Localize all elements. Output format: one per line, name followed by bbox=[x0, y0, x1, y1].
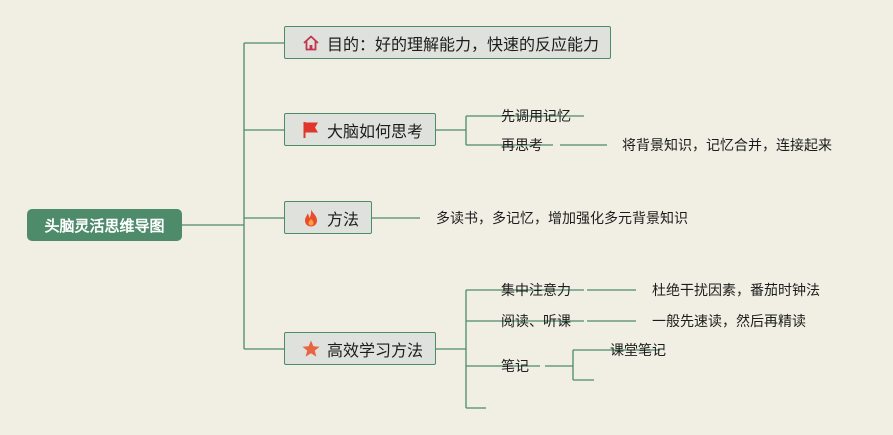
leaf-speed-then-deep[interactable]: 一般先速读，然后再精读 bbox=[652, 314, 806, 330]
leaf-notes[interactable]: 笔记 bbox=[501, 359, 529, 375]
branch-label: 目的：好的理解能力，快速的反应能力 bbox=[327, 34, 600, 54]
leaf-focus[interactable]: 集中注意力 bbox=[501, 283, 571, 299]
leaf-then-think[interactable]: 再思考 bbox=[501, 138, 543, 154]
root-node[interactable]: 头脑灵活思维导图 bbox=[27, 209, 182, 241]
leaf-no-distraction[interactable]: 杜绝干扰因素，番茄时钟法 bbox=[652, 283, 820, 299]
home-icon bbox=[303, 35, 319, 50]
root-label: 头脑灵活思维导图 bbox=[44, 216, 165, 235]
branch-brain-thinking[interactable]: 大脑如何思考 bbox=[284, 113, 436, 146]
leaf-class-notes[interactable]: 课堂笔记 bbox=[610, 343, 666, 359]
branch-label: 大脑如何思考 bbox=[327, 121, 424, 141]
flag-icon bbox=[303, 121, 318, 138]
branch-label: 高效学习方法 bbox=[327, 340, 424, 360]
leaf-read-more[interactable]: 多读书，多记忆，增加强化多元背景知识 bbox=[436, 211, 688, 227]
leaf-merge-knowledge[interactable]: 将背景知识，记忆合并，连接起来 bbox=[622, 138, 832, 154]
star-icon bbox=[302, 340, 320, 357]
branch-efficient-learning[interactable]: 高效学习方法 bbox=[284, 332, 436, 365]
branch-method[interactable]: 方法 bbox=[284, 201, 372, 234]
fire-icon bbox=[305, 209, 317, 226]
branch-purpose[interactable]: 目的：好的理解能力，快速的反应能力 bbox=[284, 26, 611, 59]
branch-label: 方法 bbox=[327, 209, 360, 229]
leaf-recall-memory[interactable]: 先调用记忆 bbox=[501, 109, 571, 125]
leaf-reading-listening[interactable]: 阅读、听课 bbox=[501, 314, 571, 330]
